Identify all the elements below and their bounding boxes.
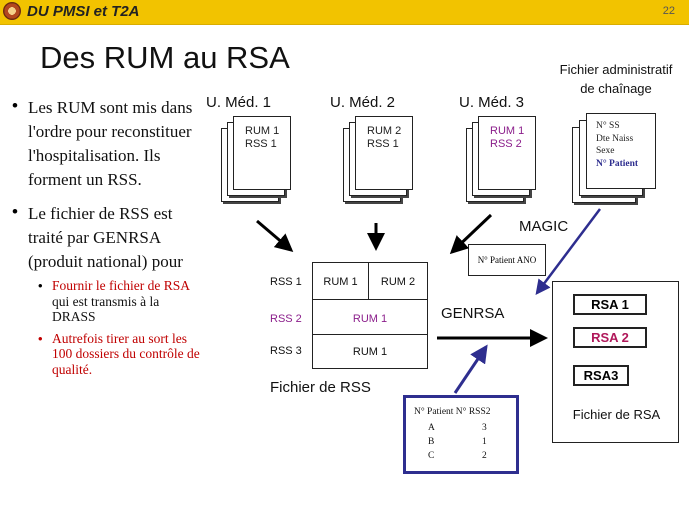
magic-box: N° Patient ANO xyxy=(468,244,546,276)
mapping-cell: 2 xyxy=(482,451,487,461)
bullet-text-1: Les RUM sont mis dans l'ordre pour recon… xyxy=(28,98,193,189)
magic-label: MAGIC xyxy=(519,218,569,235)
header-title: DU PMSI et T2A xyxy=(27,3,140,20)
mapping-cell: A xyxy=(428,423,435,433)
rum-stack-2-text: RUM 2 RSS 1 xyxy=(367,125,402,150)
genrsa-label: GENRSA xyxy=(441,305,505,322)
header-bar xyxy=(0,0,689,25)
rum-stack-1-text: RUM 1 RSS 1 xyxy=(245,125,280,150)
rsa-item-2: RSA 2 xyxy=(573,327,647,348)
bullet-dot-icon: • xyxy=(12,96,18,115)
sub-bullet-item: • Autrefois tirer au sort les 100 dossie… xyxy=(12,331,202,378)
mapping-cell: B xyxy=(428,437,435,447)
mapping-cell: 1 xyxy=(482,437,487,447)
rss-cell: RUM 1 xyxy=(352,313,388,325)
sub-bullet-dot-icon: • xyxy=(38,330,43,346)
unit-label-3: U. Méd. 3 xyxy=(459,94,525,111)
rss-cell: RUM 1 xyxy=(323,276,358,288)
rss-table: RUM 1 RUM 2 RUM 1 RUM 1 xyxy=(312,262,428,369)
rum-stack-3: RUM 1 RSS 2 xyxy=(466,116,536,202)
bullet-list: • Les RUM sont mis dans l'ordre pour rec… xyxy=(12,96,202,377)
rum-stack-3-text: RUM 1 RSS 2 xyxy=(490,125,525,150)
unit-label-1: U. Méd. 1 xyxy=(206,94,272,111)
rss-file-caption: Fichier de RSS xyxy=(270,379,371,396)
slide-number: 22 xyxy=(662,5,675,17)
sub-bullet-red-1: Fournir le fichier de RSA xyxy=(52,278,190,293)
arrow-admin-to-rsa xyxy=(535,208,601,295)
arrow-unit3-to-rss xyxy=(449,213,493,255)
bullet-item: • Le fichier de RSS est traité par GENRS… xyxy=(12,202,202,274)
rsa-item-3: RSA3 xyxy=(573,365,629,386)
mapping-header: N° Patient N° RSS2 xyxy=(414,407,491,417)
sub-bullet-black-1: qui est transmis à la DRASS xyxy=(52,293,160,325)
slide-title: Des RUM au RSA xyxy=(40,40,290,75)
mapping-cell: C xyxy=(428,451,435,461)
rsa-file: RSA 1 RSA 2 RSA3 Fichier de RSA xyxy=(552,281,679,443)
sub-bullet-text-2: Autrefois tirer au sort les 100 dossiers… xyxy=(52,331,202,378)
rum-stack-1: RUM 1 RSS 1 xyxy=(221,116,291,202)
sub-bullet-red-2: Autrefois tirer au sort les 100 dossiers… xyxy=(52,330,200,377)
rss-cell: RUM 1 xyxy=(352,346,388,358)
unit-label-2: U. Méd. 2 xyxy=(330,94,396,111)
rss-cell: RUM 2 xyxy=(380,276,416,288)
sub-bullet-item: • Fournir le fichier de RSA qui est tran… xyxy=(12,278,202,325)
bullet-dot-icon: • xyxy=(12,202,18,221)
admin-file-text: N° SS Dte Naiss Sexe N° Patient xyxy=(596,121,639,169)
mapping-cell: 3 xyxy=(482,423,487,433)
admin-file-label: Fichier administratif de chaînage xyxy=(559,62,673,96)
rss-row-label-1: RSS 1 xyxy=(270,276,302,288)
rsa-file-caption: Fichier de RSA xyxy=(572,407,661,422)
sub-bullet-text-1: Fournir le fichier de RSA qui est transm… xyxy=(52,278,202,325)
bullet-text-2: Le fichier de RSS est traité par GENRSA … xyxy=(28,204,183,271)
logo-icon xyxy=(3,2,21,20)
sub-bullet-dot-icon: • xyxy=(38,278,43,293)
bullet-item: • Les RUM sont mis dans l'ordre pour rec… xyxy=(12,96,202,192)
patient-mapping-table: N° Patient N° RSS2 A 3 B 1 C 2 xyxy=(403,395,519,474)
rss-row-label-2: RSS 2 xyxy=(270,313,302,325)
arrow-unit1-to-rss xyxy=(256,219,294,252)
rsa-item-1: RSA 1 xyxy=(573,294,647,315)
rss-row-label-3: RSS 3 xyxy=(270,345,302,357)
admin-file-stack: N° SS Dte Naiss Sexe N° Patient xyxy=(572,113,662,209)
arrow-mapping-to-genrsa xyxy=(453,344,488,394)
rum-stack-2: RUM 2 RSS 1 xyxy=(343,116,413,202)
